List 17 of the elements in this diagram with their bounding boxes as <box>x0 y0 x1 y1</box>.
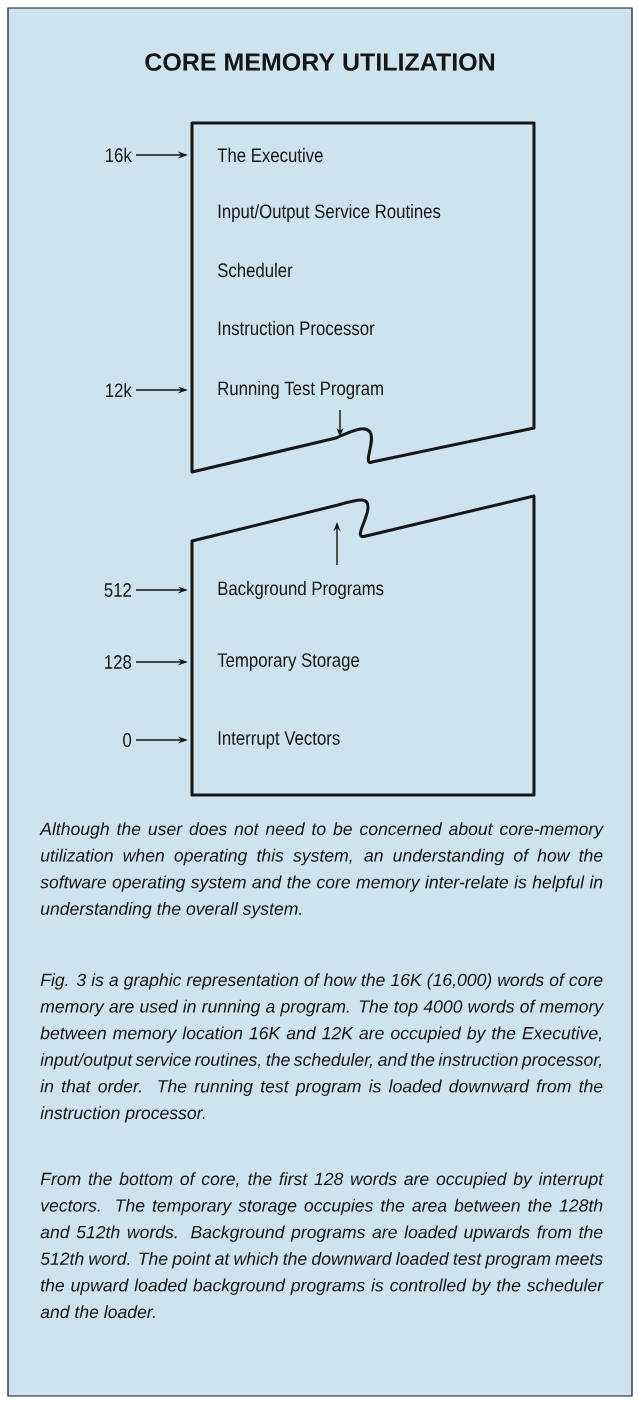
block-label: Instruction Processor <box>218 320 375 336</box>
address-label: 12k <box>106 382 132 398</box>
paragraph: Although the user does not need to be concerned about core-memory utilization when operating this system, an understanding of how the software operating system and the core memory inter-relate is helpful in understanding the overall system. <box>39 822 604 919</box>
block-label: Scheduler <box>217 262 293 278</box>
paragraph: Fig. 3 is a graphic representation of how the 16K (16,000) words of core memory are used in running a program. The top 4000 words of memory between memory location 16K and 12K are occupied by the Executive, input/output service routines, the scheduler, and the instruction processor, in that order. The running test program is loaded downward from the instruction processor. <box>40 973 604 1123</box>
block-label: Input/Output Service Routines <box>218 203 441 223</box>
address-label: 128 <box>105 655 132 669</box>
address-label: 512 <box>104 583 131 597</box>
block-label: Background Programs <box>218 580 384 600</box>
block-label: Temporary Storage <box>217 653 360 671</box>
address-label: 0 <box>123 733 132 747</box>
block-label: Interrupt Vectors <box>218 731 340 749</box>
block-label: The Executive <box>217 147 323 163</box>
block-label: Running Test Program <box>218 380 383 400</box>
paragraph: From the bottom of core, the first 128 words are occupied by interrupt vectors. The temporary storage occupies the area between the 128th and 512th words. Background programs are loaded upwards from the 512th word. The point at which the downward loaded test program meets the upward loaded background programs is controlled by the scheduler and the loader. <box>40 1172 604 1319</box>
address-label: 16k <box>106 147 132 163</box>
title: CORE MEMORY UTILIZATION <box>145 53 495 71</box>
